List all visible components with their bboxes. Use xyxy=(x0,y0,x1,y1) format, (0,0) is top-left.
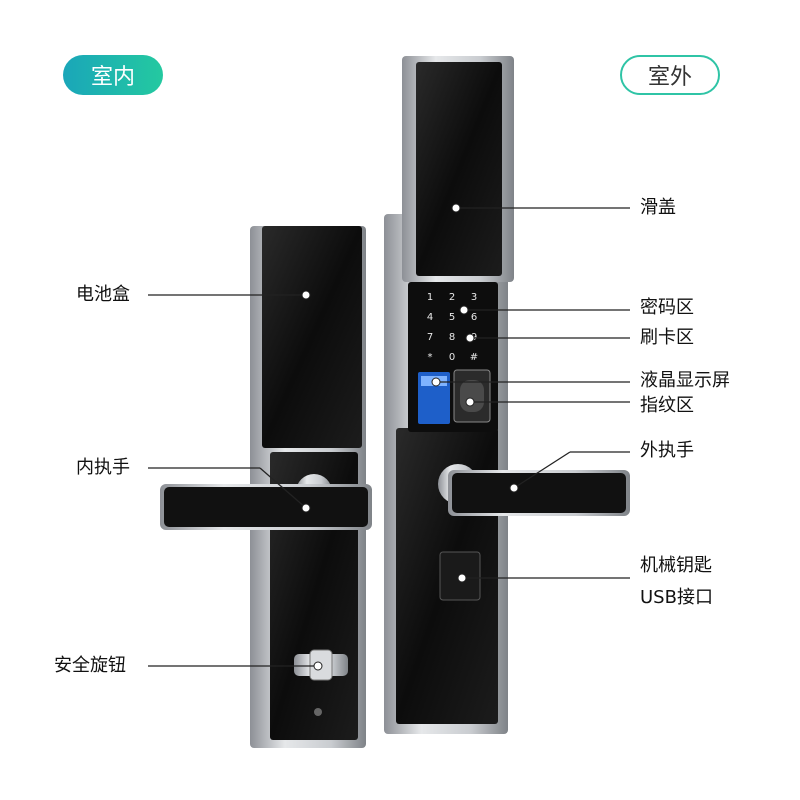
label-battery-box: 电池盒 xyxy=(76,284,130,305)
slide-cover-panel xyxy=(416,62,502,276)
label-mechanical-key: 机械钥匙 xyxy=(640,555,712,576)
inner-handle-lever xyxy=(164,487,368,527)
outer-handle-lever xyxy=(452,473,626,513)
label-password-area: 密码区 xyxy=(640,297,694,318)
keypad-key: * xyxy=(428,352,433,363)
keypad-key: # xyxy=(470,352,478,363)
outdoor-unit: 123456789*0# xyxy=(384,56,630,734)
label-slide-cover: 滑盖 xyxy=(640,197,676,218)
label-inner-handle: 内执手 xyxy=(76,457,130,478)
label-safety-knob: 安全旋钮 xyxy=(54,655,126,676)
label-lcd-display: 液晶显示屏 xyxy=(640,370,730,391)
keypad-key: 2 xyxy=(449,292,455,303)
label-usb-port: USB接口 xyxy=(640,587,713,608)
keypad-key: 4 xyxy=(427,312,433,323)
label-outer-handle: 外执手 xyxy=(640,440,694,461)
label-fingerprint-area: 指纹区 xyxy=(640,395,694,416)
keypad-key: 3 xyxy=(471,292,477,303)
callout-lines xyxy=(148,207,630,667)
battery-cover xyxy=(262,226,362,448)
keypad-key: 8 xyxy=(449,332,455,343)
keypad-key: 6 xyxy=(471,312,477,323)
callout-dots xyxy=(301,203,519,671)
keypad-key: 1 xyxy=(427,292,433,303)
keypad-key: 5 xyxy=(449,312,455,323)
keypad-key: 0 xyxy=(449,352,455,363)
outdoor-badge: 室外 xyxy=(620,55,720,95)
keypad-key: 7 xyxy=(427,332,433,343)
label-card-area: 刷卡区 xyxy=(640,327,694,348)
indoor-unit xyxy=(160,226,372,748)
indoor-badge: 室内 xyxy=(63,55,163,95)
